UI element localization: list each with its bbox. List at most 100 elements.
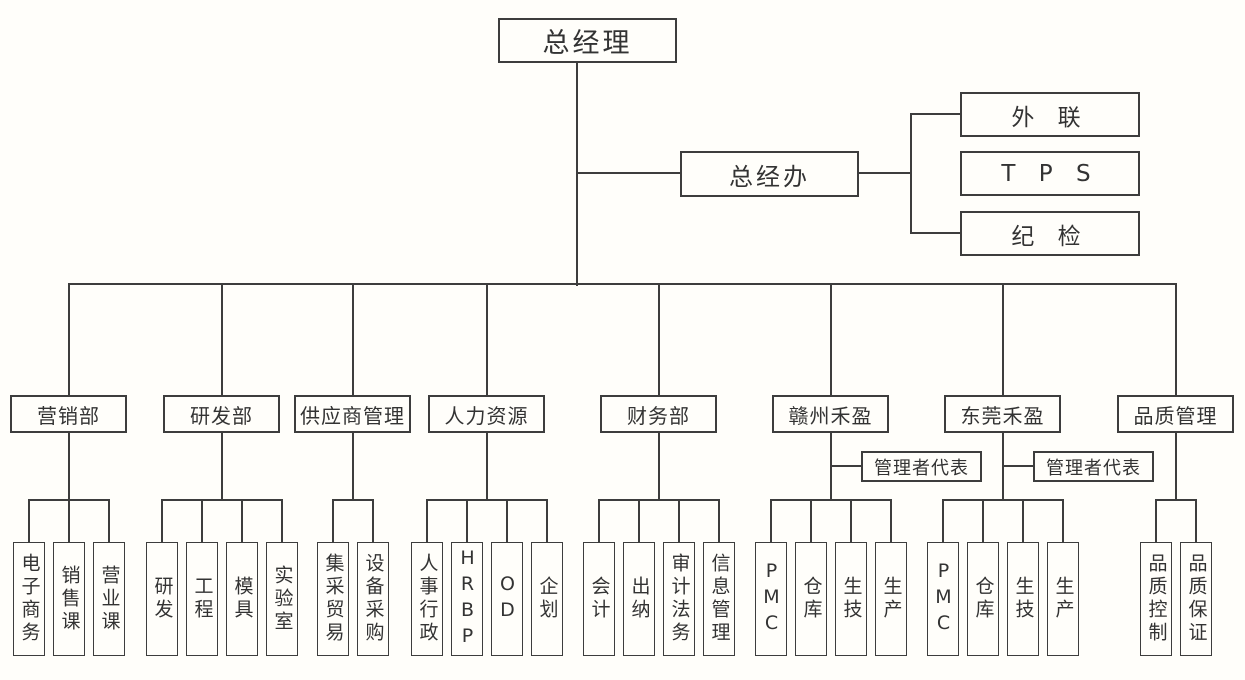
connector-line <box>859 172 912 174</box>
connector-line <box>486 284 488 395</box>
connector-line <box>352 284 354 395</box>
connector-line <box>912 113 960 115</box>
connector-line <box>942 499 1064 501</box>
connector-line <box>1175 433 1177 501</box>
connector-line <box>486 433 488 501</box>
connector-line <box>332 500 334 542</box>
child-node-1-0: 研发 <box>146 542 178 656</box>
connector-line <box>678 500 680 542</box>
connector-line <box>281 500 283 542</box>
connector-line <box>108 500 110 542</box>
connector-line <box>830 433 832 501</box>
child-node-1-1: 工程 <box>186 542 218 656</box>
child-node-5-1: 仓库 <box>795 542 827 656</box>
connector-line <box>982 500 984 542</box>
connector-line <box>372 500 374 542</box>
connector-line <box>1195 500 1197 542</box>
connector-line <box>1175 284 1177 395</box>
child-node-5-3: 生产 <box>875 542 907 656</box>
child-node-3-3: 企划 <box>531 542 563 656</box>
connector-line <box>68 284 70 395</box>
connector-line <box>638 500 640 542</box>
connector-line <box>352 433 354 501</box>
connector-line <box>831 465 861 467</box>
child-node-5-2: 生技 <box>835 542 867 656</box>
connector-line <box>770 499 892 501</box>
connector-line <box>161 499 283 501</box>
connector-line <box>68 433 70 501</box>
connector-line <box>598 500 600 542</box>
connector-line <box>68 283 1177 285</box>
child-node-1-2: 模具 <box>226 542 258 656</box>
connector-line <box>942 500 944 542</box>
node-gm-office: 总经办 <box>680 151 859 197</box>
child-node-2-1: 设备采购 <box>357 542 389 656</box>
connector-line <box>426 499 548 501</box>
connector-line <box>890 500 892 542</box>
child-node-2-0: 集采贸易 <box>317 542 349 656</box>
rep-node-5: 管理者代表 <box>861 451 982 482</box>
connector-line <box>598 499 720 501</box>
dept-node-2: 供应商管理 <box>294 395 411 433</box>
connector-line <box>466 500 468 542</box>
child-node-7-1: 品质保证 <box>1180 542 1212 656</box>
dept-node-6: 东莞禾盈 <box>944 395 1061 433</box>
connector-line <box>161 500 163 542</box>
connector-line <box>1002 284 1004 395</box>
connector-line <box>221 433 223 501</box>
dept-node-7: 品质管理 <box>1117 395 1234 433</box>
child-node-5-0: PMC <box>755 542 787 656</box>
node-tps: T P S <box>960 151 1140 196</box>
child-node-6-0: PMC <box>927 542 959 656</box>
child-node-4-2: 审计法务 <box>663 542 695 656</box>
connector-line <box>718 500 720 542</box>
connector-line <box>810 500 812 542</box>
connector-line <box>506 500 508 542</box>
connector-line <box>1062 500 1064 542</box>
child-node-7-0: 品质控制 <box>1140 542 1172 656</box>
dept-node-3: 人力资源 <box>428 395 545 433</box>
child-node-3-2: OD <box>491 542 523 656</box>
dept-node-0: 营销部 <box>10 395 127 433</box>
connector-line <box>830 284 832 395</box>
connector-line <box>1155 499 1197 501</box>
rep-node-6: 管理者代表 <box>1033 451 1154 482</box>
child-node-0-2: 营业课 <box>93 542 125 656</box>
connector-line <box>1002 433 1004 501</box>
node-external-liaison: 外 联 <box>960 92 1140 137</box>
connector-line <box>332 499 374 501</box>
connector-line <box>577 172 680 174</box>
child-node-0-0: 电子商务 <box>13 542 45 656</box>
child-node-4-0: 会计 <box>583 542 615 656</box>
connector-line <box>912 232 960 234</box>
child-node-6-1: 仓库 <box>967 542 999 656</box>
dept-node-5: 赣州禾盈 <box>772 395 889 433</box>
connector-line <box>201 500 203 542</box>
connector-line <box>658 433 660 501</box>
connector-line <box>426 500 428 542</box>
connector-line <box>1022 500 1024 542</box>
connector-line <box>658 284 660 395</box>
connector-line <box>1155 500 1157 542</box>
connector-line <box>850 500 852 542</box>
connector-line <box>910 113 912 234</box>
connector-line <box>68 500 70 542</box>
child-node-4-1: 出纳 <box>623 542 655 656</box>
child-node-6-3: 生产 <box>1047 542 1079 656</box>
node-discipline-inspection: 纪 检 <box>960 211 1140 256</box>
connector-line <box>576 63 578 286</box>
connector-line <box>1003 465 1033 467</box>
connector-line <box>241 500 243 542</box>
connector-line <box>28 500 30 542</box>
connector-line <box>546 500 548 542</box>
child-node-0-1: 销售课 <box>53 542 85 656</box>
child-node-3-0: 人事行政 <box>411 542 443 656</box>
child-node-3-1: HRBP <box>451 542 483 656</box>
dept-node-1: 研发部 <box>163 395 280 433</box>
dept-node-4: 财务部 <box>600 395 717 433</box>
child-node-4-3: 信息管理 <box>703 542 735 656</box>
child-node-6-2: 生技 <box>1007 542 1039 656</box>
child-node-1-3: 实验室 <box>266 542 298 656</box>
connector-line <box>221 284 223 395</box>
